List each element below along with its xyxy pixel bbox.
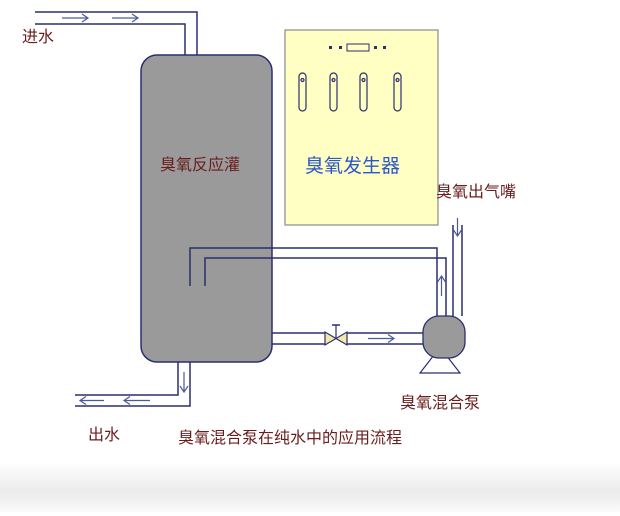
ozone-outlet-nozzle-label: 臭氧出气嘴 (436, 182, 517, 201)
generator-display-panel (346, 43, 370, 52)
bottom-shadow (0, 462, 620, 512)
generator-indicator-light (383, 46, 386, 49)
suction-flow-arrow (368, 334, 396, 343)
valve (324, 324, 348, 347)
generator-indicator-light (329, 46, 332, 49)
inlet-flow-arrows (62, 13, 140, 23)
generator-indicator-light (374, 46, 377, 49)
ozone-mixing-pump (418, 315, 466, 374)
outlet-flow-arrows (78, 372, 189, 405)
ozone-generator (284, 29, 439, 226)
water-out-label: 出水 (88, 425, 121, 444)
suction-pipe (272, 332, 424, 345)
gas-flow-arrow (453, 218, 462, 238)
ozone-gas-line (452, 225, 463, 316)
ozone-generator-label: 臭氧发生器 (305, 155, 401, 177)
diagram-caption: 臭氧混合泵在纯水中的应用流程 (178, 428, 403, 447)
reactor-tank-label: 臭氧反应灌 (160, 155, 241, 174)
water-in-label: 进水 (22, 27, 55, 46)
return-pipe (189, 247, 447, 316)
reactor-tank (140, 54, 273, 363)
generator-flow-tubes (298, 72, 402, 112)
mixing-pump-label: 臭氧混合泵 (400, 393, 481, 412)
outlet-pipe (75, 362, 191, 407)
return-flow-arrow (437, 274, 446, 296)
inlet-pipe (35, 11, 198, 58)
generator-indicator-light (339, 46, 342, 49)
